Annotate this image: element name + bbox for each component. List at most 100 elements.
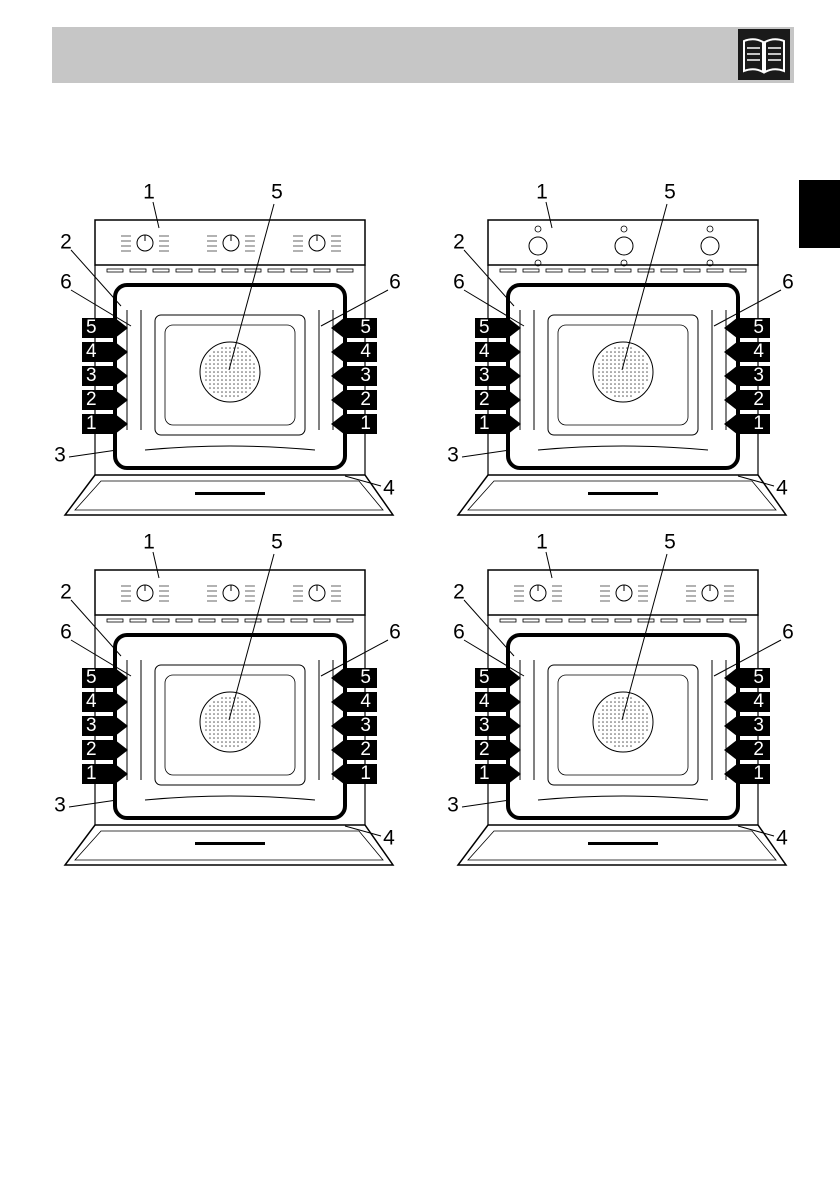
fan-grille-hole: [241, 709, 243, 711]
fan-grille-hole: [618, 363, 620, 365]
fan-grille-hole: [241, 371, 243, 373]
fan-grille-hole: [606, 741, 608, 743]
fan-grille-hole: [217, 351, 219, 353]
fan-grille-hole: [225, 387, 227, 389]
fan-grille-hole: [630, 391, 632, 393]
fan-grille-hole: [221, 697, 223, 699]
fan-grille-hole: [241, 717, 243, 719]
fan-grille-hole: [602, 383, 604, 385]
fan-grille-hole: [213, 391, 215, 393]
fan-grille-hole: [618, 359, 620, 361]
fan-grille-hole: [221, 737, 223, 739]
callout-3: 3: [447, 795, 459, 816]
vent-slot: [199, 619, 215, 622]
fan-grille-hole: [237, 363, 239, 365]
fan-grille-hole: [634, 713, 636, 715]
fan-grille-hole: [225, 371, 227, 373]
fan-grille-hole: [205, 713, 207, 715]
fan-grille-hole: [646, 379, 648, 381]
fan-grille-hole: [245, 359, 247, 361]
fan-grille-hole: [249, 367, 251, 369]
fan-grille-hole: [602, 387, 604, 389]
fan-grille-hole: [225, 745, 227, 747]
fan-grille-hole: [205, 717, 207, 719]
fan-grille-hole: [213, 355, 215, 357]
fan-grille-hole: [233, 371, 235, 373]
vent-slot: [291, 619, 307, 622]
control-knob[interactable]: [529, 237, 547, 255]
fan-grille-hole: [618, 371, 620, 373]
fan-grille-hole: [610, 379, 612, 381]
fan-grille-hole: [602, 375, 604, 377]
fan-grille-hole: [245, 725, 247, 727]
fan-grille-hole: [642, 359, 644, 361]
fan-grille-hole: [225, 721, 227, 723]
fan-grille-hole: [213, 383, 215, 385]
callout-6-right: 6: [389, 622, 401, 643]
fan-grille-hole: [249, 733, 251, 735]
fan-grille-hole: [237, 355, 239, 357]
fan-grille-hole: [217, 737, 219, 739]
fan-grille-hole: [638, 355, 640, 357]
fan-grille-hole: [233, 745, 235, 747]
vent-slot: [638, 619, 654, 622]
fan-grille-hole: [225, 347, 227, 349]
fan-grille-hole: [602, 367, 604, 369]
fan-grille-hole: [618, 705, 620, 707]
fan-grille-hole: [614, 713, 616, 715]
fan-grille-hole: [229, 355, 231, 357]
fan-grille-hole: [642, 729, 644, 731]
fan-grille-hole: [237, 371, 239, 373]
fan-grille-hole: [626, 737, 628, 739]
fan-grille-hole: [638, 383, 640, 385]
fan-grille-hole: [233, 363, 235, 365]
fan-grille-hole: [225, 375, 227, 377]
fan-grille-hole: [229, 371, 231, 373]
fan-grille-hole: [634, 371, 636, 373]
fan-grille-hole: [233, 375, 235, 377]
fan-grille-hole: [217, 709, 219, 711]
fan-grille-hole: [225, 351, 227, 353]
oven-floor: [538, 446, 708, 450]
fan-grille-hole: [610, 721, 612, 723]
fan-grille-hole: [622, 355, 624, 357]
fan-grille-hole: [249, 379, 251, 381]
fan-grille-hole: [237, 395, 239, 397]
fan-grille-hole: [249, 725, 251, 727]
fan-grille-hole: [622, 391, 624, 393]
vent-slot: [130, 269, 146, 272]
fan-grille-hole: [622, 705, 624, 707]
fan-grille-hole: [221, 375, 223, 377]
fan-grille-hole: [626, 379, 628, 381]
fan-grille-hole: [614, 709, 616, 711]
fan-grille-hole: [217, 391, 219, 393]
fan-grille-hole: [622, 697, 624, 699]
fan-grille-hole: [614, 359, 616, 361]
fan-grille-hole: [630, 721, 632, 723]
fan-grille-hole: [634, 359, 636, 361]
fan-grille-hole: [237, 697, 239, 699]
callout-1: 1: [536, 532, 548, 553]
fan-grille-hole: [237, 745, 239, 747]
fan-grille-hole: [630, 705, 632, 707]
fan-grille-hole: [614, 705, 616, 707]
fan-grille-hole: [630, 709, 632, 711]
control-knob[interactable]: [701, 237, 719, 255]
callout-6-left: 6: [60, 272, 72, 293]
vent-slot: [107, 269, 123, 272]
vent-slot: [337, 269, 353, 272]
fan-grille-hole: [209, 355, 211, 357]
fan-grille-hole: [618, 725, 620, 727]
fan-grille-hole: [638, 737, 640, 739]
vent-slot: [222, 269, 238, 272]
fan-grille-hole: [217, 367, 219, 369]
control-knob[interactable]: [615, 237, 633, 255]
fan-grille-hole: [610, 359, 612, 361]
fan-grille-hole: [217, 733, 219, 735]
fan-grille-hole: [229, 351, 231, 353]
oven-diagram-1: 15266345432154321: [55, 180, 395, 520]
fan-grille-hole: [614, 363, 616, 365]
fan-grille-hole: [638, 725, 640, 727]
fan-grille-hole: [233, 729, 235, 731]
fan-grille-hole: [209, 371, 211, 373]
